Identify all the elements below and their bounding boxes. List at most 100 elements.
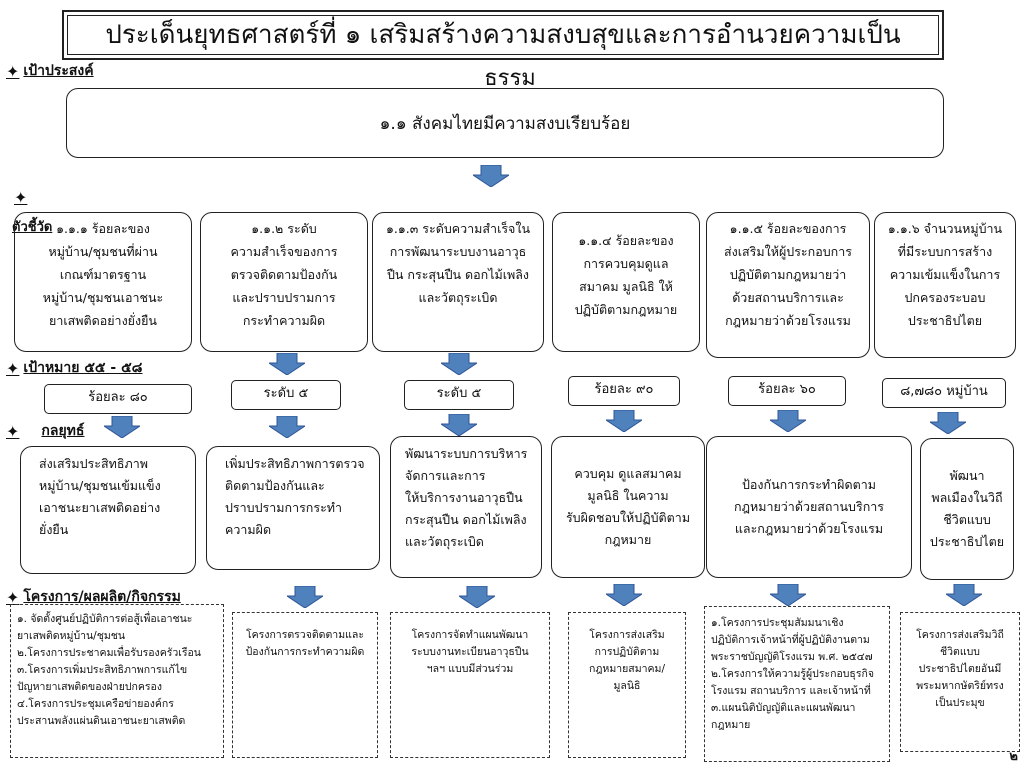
down-arrow-icon (441, 414, 477, 436)
strategy-line: ประชาธิปไตย (929, 534, 1005, 549)
star-icon: ✦ (14, 188, 28, 207)
indicator-line: ๑.๑.๔ ร้อยละของ (578, 233, 674, 248)
star-icon: ✦ (6, 587, 20, 607)
star-icon: ✦ (6, 61, 20, 81)
strategy-box-4: ควบคุม ดูแลสมาคม มูลนิธิ ในความ รับผิดชอ… (551, 436, 705, 578)
strategy-line: ป้องกันการกระทำผิดตาม (741, 477, 877, 492)
indicator-line: การควบคุมดูแล (583, 256, 669, 271)
indicator-line: ส่งเสริมให้ผู้ประกอบการ (724, 244, 852, 259)
project-box-5: ๑.โครงการประชุมสัมมนาเชิง ปฏิบัติการเจ้า… (704, 606, 890, 762)
strategy-line: ควบคุม ดูแลสมาคม (574, 466, 682, 481)
project-box-4: โครงการส่งเสริม การปฏิบัติตาม กฎหมายสมาค… (568, 612, 686, 758)
strategy-line: รับผิดชอบให้ปฏิบัติตาม (565, 510, 691, 525)
target-box-4: ร้อยละ ๙๐ (568, 376, 680, 406)
indicator-line: ๑.๑.๓ ระดับความสำเร็จใน (385, 221, 531, 236)
target-value: ระดับ ๕ (436, 386, 482, 401)
strategy-line: ยั่งยืน (39, 522, 69, 537)
objective-label-text: เป้าประสงค์ (23, 63, 94, 79)
indicator-line: ๑.๑.๒ ระดับ (251, 221, 317, 236)
strategy-line: ความผิด (225, 522, 272, 537)
strategy-line: กระสุนปืน ดอกไม้เพลิง (405, 512, 527, 527)
project-line: โครงการส่งเสริม (589, 629, 665, 641)
indicator-box-6: ๑.๑.๖ จำนวนหมู่บ้าน ที่มีระบบการสร้าง คว… (874, 212, 1016, 358)
strategy-box-6: พัฒนา พลเมืองในวิถี ชีวิตแบบ ประชาธิปไตย (920, 438, 1014, 580)
strategy-line: จัดการและการ (405, 468, 486, 483)
strategy-line: พัฒนาระบบการบริหาร (405, 446, 528, 461)
objective-box: ๑.๑ สังคมไทยมีความสงบเรียบร้อย (66, 88, 944, 158)
page-title-continued: ธรรม (484, 66, 536, 91)
indicator-line: หมู่บ้าน/ชุมชนที่ผ่าน (48, 244, 158, 259)
project-line: กฎหมายสมาคม/ (588, 663, 665, 675)
target-value: ๘,๗๘๐ หมู่บ้าน (900, 384, 988, 399)
target-box-2: ระดับ ๕ (231, 380, 341, 410)
indicator-line: ปืน กระสุนปืน ดอกไม้เพลิง (386, 267, 530, 282)
indicator-star: ✦ (14, 188, 27, 207)
target-box-6: ๘,๗๘๐ หมู่บ้าน (882, 378, 1006, 408)
target-box-1: ร้อยละ ๘๐ (44, 384, 192, 414)
down-arrow-icon (287, 586, 323, 608)
target-value: ร้อยละ ๘๐ (88, 390, 148, 405)
project-line: พระราชบัญญัติโรงแรม พ.ศ. ๒๕๔๗ (711, 651, 873, 663)
indicator-line: ด้วยสถานบริการและ (732, 290, 844, 305)
strategy-line: ติดตามป้องกันและ (225, 478, 325, 493)
title-box: ประเด็นยุทธศาสตร์ที่ ๑ เสริมสร้างความสงบ… (62, 10, 944, 60)
down-arrow-icon (441, 353, 477, 375)
project-line: ๔.โครงการประชุมเครือข่ายองค์กร (17, 698, 174, 710)
indicator-line: กระทำความผิด (242, 313, 326, 328)
down-arrow-icon (104, 416, 140, 438)
indicator-box-3: ๑.๑.๓ ระดับความสำเร็จใน การพัฒนาระบบงานอ… (372, 212, 544, 352)
down-arrow-icon (459, 586, 495, 608)
down-arrow-icon (930, 412, 966, 434)
indicator-line: ๑.๑.๖ จำนวนหมู่บ้าน (887, 221, 1003, 236)
indicator-line: เกณฑ์มาตรฐาน (59, 267, 147, 282)
strategy-line: และวัตถุระเบิด (405, 534, 484, 549)
down-arrow-icon (770, 410, 806, 432)
project-line: ปัญหายาเสพติดของฝ่ายปกครอง (17, 681, 162, 693)
indicator-line: หมู่บ้าน/ชุมชนเอาชนะ (42, 290, 164, 305)
objective-label: ✦ เป้าประสงค์ (6, 60, 94, 82)
strategy-box-2: เพิ่มประสิทธิภาพการตรวจ ติดตามป้องกันและ… (206, 446, 380, 570)
target-label-text: เป้าหมาย ๕๕ - ๕๘ (23, 360, 143, 376)
strategy-line: พัฒนา (949, 468, 985, 483)
project-line: ๓.แผนนิติบัญญัติและแผนพัฒนา (711, 702, 856, 714)
project-line: ประสานพลังแผ่นดินเอาชนะยาเสพติด (17, 715, 186, 727)
indicator-line: ประชาธิปไตย (907, 313, 983, 328)
strategy-line: มูลนิธิ ในความ (587, 488, 669, 503)
project-line: ๑.โครงการประชุมสัมมนาเชิง (711, 617, 844, 629)
indicator-line: ความเข้มแข็งในการ (889, 267, 1001, 282)
strategy-line: และกฎหมายว่าด้วยโรงแรม (734, 521, 884, 536)
target-box-3: ระดับ ๕ (404, 380, 514, 410)
project-line: โครงการส่งเสริมวิถี (916, 629, 1004, 641)
indicator-line: การพัฒนาระบบงานอาวุธ (389, 244, 527, 259)
project-line: พระมหากษัตริย์ทรง (916, 680, 1004, 692)
strategy-line: เพิ่มประสิทธิภาพการตรวจ (225, 456, 365, 471)
projects-label-text: โครงการ/ผลผลิต/กิจกรรม (23, 589, 181, 605)
strategy-box-5: ป้องกันการกระทำผิดตาม กฎหมายว่าด้วยสถานบ… (706, 436, 912, 578)
star-icon: ✦ (6, 421, 20, 441)
project-box-2: โครงการตรวจติดตามและ ป้องกันการกระทำความ… (232, 612, 378, 758)
project-line: ๑. จัดตั้งศูนย์ปฏิบัติการต่อสู้เพื่อเอาช… (17, 613, 193, 625)
indicator-line: ปฏิบัติตามกฎหมายว่า (729, 267, 847, 282)
down-arrow-icon (473, 165, 509, 187)
project-line: ชีวิตแบบ (940, 646, 980, 658)
strategy-line: พลเมืองในวิถี (931, 490, 1003, 505)
indicator-box-1: ๑.๑.๑ ร้อยละของ หมู่บ้าน/ชุมชนที่ผ่าน เก… (14, 212, 192, 352)
project-line: โครงการจัดทำแผนพัฒนา (411, 629, 529, 641)
project-line: โครงการตรวจติดตามและ (246, 629, 364, 641)
project-line: ยาเสพติดหมู่บ้าน/ชุมชน (17, 630, 126, 642)
down-arrow-icon (269, 416, 305, 438)
project-box-1: ๑. จัดตั้งศูนย์ปฏิบัติการต่อสู้เพื่อเอาช… (10, 604, 224, 758)
project-line: เป็นประมุข (935, 697, 985, 709)
indicator-line: ๑.๑.๕ ร้อยละของการ (729, 221, 847, 236)
strategy-line: เอาชนะยาเสพติดอย่าง (39, 500, 161, 515)
indicator-line: ยาเสพติดอย่างยั่งยืน (49, 313, 157, 328)
strategy-line: ชีวิตแบบ (943, 512, 991, 527)
page-title: ประเด็นยุทธศาสตร์ที่ ๑ เสริมสร้างความสงบ… (105, 20, 901, 50)
target-value: ร้อยละ ๙๐ (594, 382, 654, 397)
project-line: มูลนิธิ (613, 680, 641, 692)
project-line: ป้องกันการกระทำความผิด (245, 646, 365, 658)
strategy-box-3: พัฒนาระบบการบริหาร จัดการและการ ให้บริกา… (390, 436, 542, 578)
down-arrow-icon (606, 584, 642, 606)
project-line: ระบบงานทะเบียนอาวุธปืน (411, 646, 529, 658)
star-icon: ✦ (6, 358, 20, 378)
